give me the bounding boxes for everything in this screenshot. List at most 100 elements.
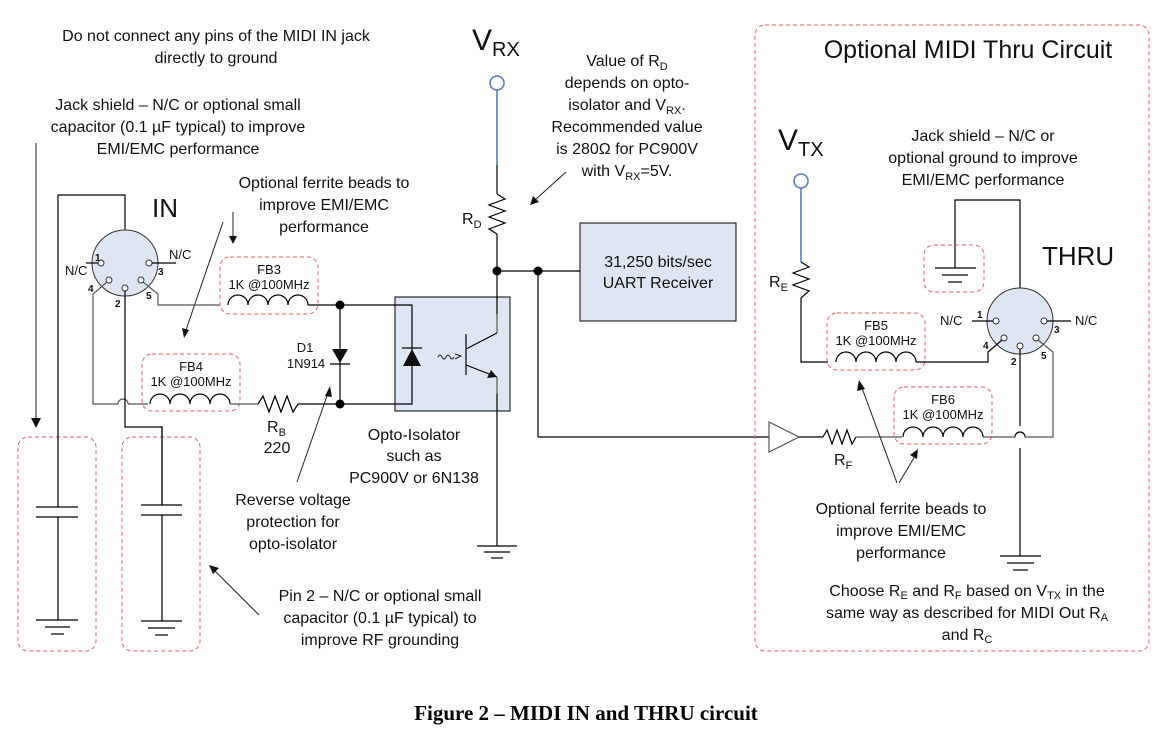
note-line: Value of RD bbox=[586, 53, 668, 73]
note-line: Optional ferrite beads to bbox=[239, 175, 410, 192]
vtx-label: VTX bbox=[778, 124, 824, 161]
pin-2 bbox=[121, 284, 129, 292]
pin-number: 5 bbox=[1041, 351, 1047, 362]
note-line: Recommended value bbox=[551, 119, 702, 136]
arrowhead bbox=[325, 386, 332, 397]
note-line: improve RF grounding bbox=[301, 632, 459, 649]
pointer-arrow bbox=[534, 171, 567, 201]
note-jack-shield-thru: Jack shield – N/C or optional ground to … bbox=[888, 128, 1078, 189]
junction bbox=[335, 300, 345, 310]
fb4-optional-box bbox=[141, 353, 241, 412]
d1-label: D1 bbox=[297, 340, 314, 355]
pin-1 bbox=[992, 317, 1000, 325]
fb3-optional-box bbox=[219, 256, 319, 315]
pin-number: 1 bbox=[977, 310, 983, 321]
light-wave-icon bbox=[437, 354, 455, 360]
thru-section-box bbox=[754, 24, 1150, 652]
fb5-value: 1K @100MHz bbox=[835, 333, 916, 348]
pin-3 bbox=[1040, 317, 1048, 325]
arrowhead bbox=[209, 565, 219, 574]
fb4-label: FB4 bbox=[179, 359, 203, 374]
note-line: Jack shield – N/C or bbox=[911, 128, 1055, 145]
note-line: EMI/EMC performance bbox=[97, 141, 260, 158]
ground-symbol bbox=[935, 267, 976, 283]
nc-label: N/C bbox=[940, 313, 962, 328]
note-line: Pin 2 – N/C or optional small bbox=[279, 588, 482, 605]
pin-3 bbox=[145, 259, 153, 267]
pin-4 bbox=[105, 276, 113, 284]
note-line: performance bbox=[856, 545, 946, 562]
figure-caption: Figure 2 – MIDI IN and THRU circuit bbox=[414, 701, 758, 725]
pin-number: 5 bbox=[146, 291, 152, 302]
wire bbox=[954, 199, 1021, 288]
pin-number: 1 bbox=[95, 253, 101, 264]
ferrite-bead-fb6 bbox=[902, 426, 984, 438]
resistor-rd bbox=[487, 193, 507, 235]
transistor-collector bbox=[465, 332, 498, 350]
fb3-value: 1K @100MHz bbox=[228, 277, 309, 292]
opto-label-line: Opto-Isolator bbox=[368, 427, 461, 444]
note-line: optional ground to improve bbox=[888, 150, 1078, 167]
note-line: is 280Ω for PC900V bbox=[556, 141, 698, 158]
note-line: with VRX=5V. bbox=[581, 163, 673, 183]
pin2-cap-optional-box bbox=[121, 436, 201, 652]
pin-number: 4 bbox=[88, 284, 94, 295]
note-line: Reverse voltage bbox=[235, 492, 351, 509]
wire bbox=[142, 281, 220, 306]
wire-crossover bbox=[117, 398, 129, 405]
in-jack-label: IN bbox=[152, 193, 178, 223]
ground-symbol bbox=[1000, 555, 1041, 571]
note-line: opto-isolator bbox=[249, 536, 338, 553]
note-pin2: Pin 2 – N/C or optional small capacitor … bbox=[279, 588, 482, 649]
pin-number: 4 bbox=[983, 341, 989, 352]
note-line: depends on opto- bbox=[565, 75, 690, 92]
pointer-arrow bbox=[296, 392, 329, 483]
fb6-value: 1K @100MHz bbox=[902, 407, 983, 422]
pointer-arrow bbox=[185, 221, 224, 331]
pin-5 bbox=[137, 276, 145, 284]
note-line: improve EMI/EMC bbox=[259, 197, 389, 214]
resistor-re bbox=[791, 261, 811, 299]
resistor-rb bbox=[257, 394, 299, 414]
wire bbox=[124, 291, 163, 505]
arrowhead bbox=[910, 449, 918, 459]
rb-value: 220 bbox=[264, 440, 291, 457]
note-line: Choose RE and RF based on VTX in the bbox=[829, 583, 1105, 602]
vrx-terminal bbox=[489, 75, 505, 91]
fb4-value: 1K @100MHz bbox=[150, 374, 231, 389]
buffer-icon bbox=[768, 421, 801, 453]
rb-label: RB bbox=[267, 419, 286, 439]
note-reverse-voltage: Reverse voltage protection for opto-isol… bbox=[235, 492, 351, 553]
note-line: isolator and VRX. bbox=[568, 97, 686, 117]
wire bbox=[92, 281, 118, 405]
ground-symbol bbox=[477, 545, 517, 559]
note-line: Optional ferrite beads to bbox=[816, 501, 987, 518]
opto-label-line: PC900V or 6N138 bbox=[349, 470, 479, 487]
emitter-arrowhead bbox=[487, 370, 497, 378]
vtx-terminal bbox=[793, 173, 809, 189]
note-line: Jack shield – N/C or optional small bbox=[55, 97, 300, 114]
arrowhead bbox=[182, 328, 189, 338]
pointer-arrow bbox=[898, 455, 916, 484]
pointer-arrow bbox=[861, 387, 898, 484]
note-ferrite-in: Optional ferrite beads to improve EMI/EM… bbox=[239, 175, 410, 236]
rf-label: RF bbox=[834, 452, 853, 472]
note-line: directly to ground bbox=[155, 50, 278, 67]
thru-section-title: Optional MIDI Thru Circuit bbox=[824, 36, 1113, 64]
wire-crossover bbox=[1014, 431, 1026, 438]
thru-jack-label: THRU bbox=[1042, 241, 1114, 271]
opto-label-line: such as bbox=[386, 448, 441, 465]
resistor-rf bbox=[822, 428, 857, 446]
fb6-optional-box bbox=[893, 386, 993, 445]
opto-label: Opto-Isolator such as PC900V or 6N138 bbox=[349, 427, 479, 487]
note-line: improve EMI/EMC bbox=[836, 523, 966, 540]
note-line: capacitor (0.1 µF typical) to improve bbox=[51, 119, 306, 136]
arrowhead bbox=[454, 353, 463, 360]
fb6-label: FB6 bbox=[931, 392, 955, 407]
d1-part: 1N914 bbox=[287, 356, 325, 371]
junction bbox=[335, 399, 345, 409]
wire bbox=[1025, 339, 1054, 438]
uart-receiver-block bbox=[579, 222, 737, 322]
uart-label: 31,250 bits/sec bbox=[604, 254, 712, 271]
